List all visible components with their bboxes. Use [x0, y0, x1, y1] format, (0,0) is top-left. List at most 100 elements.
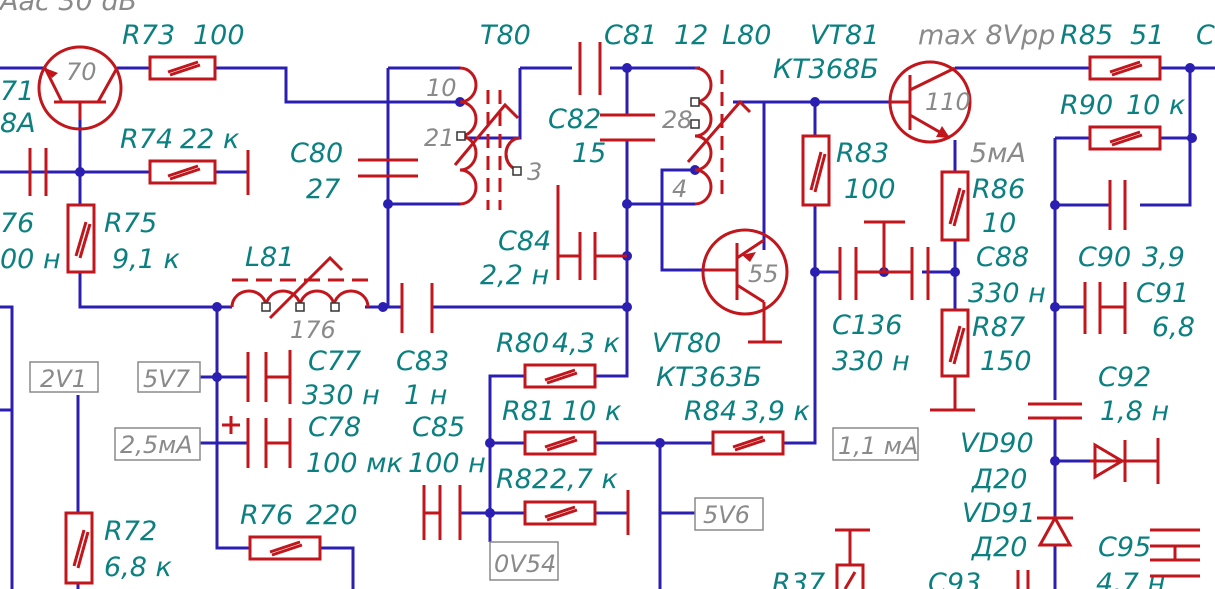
label-r37: R37 — [772, 568, 825, 589]
pin-l80-28: 28 — [662, 106, 693, 134]
resistor-r75 — [66, 203, 96, 274]
label-c81: C81 — [604, 20, 657, 51]
label-r75: R75 — [104, 208, 157, 239]
capacitor-c78 — [222, 416, 292, 468]
testpoint-0v54: 0V54 — [489, 541, 559, 581]
label-r75-value: 9,1 к — [112, 244, 181, 275]
label-c84-value: 2,2 н — [480, 260, 549, 291]
label-r84-value: 3,9 к — [742, 396, 811, 427]
label-c-cut: C — [1196, 20, 1215, 51]
label-r76: R76 — [240, 500, 293, 531]
label-c81-value: 12 — [674, 20, 708, 51]
resistor-r76 — [248, 535, 322, 561]
label-vd91-type: Д20 — [971, 532, 1027, 563]
label-r84: R84 — [684, 396, 737, 427]
capacitor-c83 — [400, 283, 434, 333]
capacitor-c80 — [358, 158, 418, 178]
label-r74: R74 — [120, 124, 173, 155]
testpoint-5v7-label: 5V7 — [143, 365, 191, 393]
label-r76-value: 220 — [306, 500, 358, 531]
label-vt81-type: КТ368Б — [773, 54, 879, 85]
label-r90: R90 — [1060, 90, 1113, 121]
capacitor-c93 — [1016, 570, 1030, 589]
label-vt80: VT80 — [652, 328, 721, 359]
testpoint-5v6: 5V6 — [694, 497, 764, 531]
label-r73: R73 — [122, 20, 175, 51]
inductor-l81 — [230, 255, 370, 320]
pin-t80-10: 10 — [426, 74, 457, 102]
diodes — [1037, 438, 1160, 547]
resistor-r72 — [64, 511, 94, 585]
label-r85: R85 — [1060, 20, 1113, 51]
label-r73-value: 100 — [193, 20, 245, 51]
transformer-t80 — [453, 66, 522, 210]
testpoint-2v1: 2V1 — [29, 361, 99, 393]
label-r87: R87 — [972, 312, 1025, 343]
label-vd90-type: Д20 — [971, 464, 1027, 495]
resistor-r84 — [711, 430, 785, 456]
label-c76-cut: 76 — [0, 208, 34, 239]
resistor-r80 — [523, 363, 597, 389]
label-r82: R82 — [496, 464, 549, 495]
inductor-l80 — [686, 66, 752, 206]
label-c93: C93 — [928, 568, 981, 589]
label-c80-value: 27 — [306, 174, 340, 205]
pin-l80-4: 4 — [672, 175, 687, 203]
label-c92: C92 — [1098, 362, 1151, 393]
label-c85-value: 100 н — [408, 448, 486, 479]
pin-t80-3: 3 — [527, 158, 542, 186]
testpoint-5v7: 5V7 — [137, 361, 201, 393]
resistor-r74 — [148, 150, 250, 195]
capacitor-c136 — [838, 220, 930, 300]
label-c77-value: 330 н — [302, 380, 380, 411]
label-8a-cut: 8А — [0, 108, 36, 139]
test-points: 2V1 5V7 2,5мА 1,1 мА 5V6 0V54 — [29, 361, 919, 581]
capacitor-c95 — [1150, 528, 1200, 578]
label-c91: C91 — [1136, 278, 1189, 309]
label-c136-value: 330 н — [832, 346, 910, 377]
capacitor-c85 — [422, 485, 462, 540]
label-r86-value: 10 — [982, 208, 1016, 239]
testpoint-2v1-label: 2V1 — [40, 365, 87, 393]
label-top-cut: Ааc 30 dB — [0, 0, 137, 17]
resistor-r73 — [148, 55, 217, 81]
label-c136: C136 — [832, 310, 902, 341]
label-vd91: VD91 — [962, 498, 1036, 529]
label-l80: L80 — [722, 20, 771, 51]
label-r81-value: 10 к — [562, 396, 622, 427]
resistor-r82 — [523, 490, 630, 535]
capacitor-c84 — [556, 185, 627, 280]
capacitor-c92 — [1028, 402, 1082, 420]
wires — [0, 66, 1215, 589]
pin-vt81-110: 110 — [925, 88, 971, 116]
label-r74-value: 22 к — [180, 124, 240, 155]
label-t80: T80 — [480, 20, 531, 51]
label-l81: L81 — [245, 242, 294, 273]
label-c95-value: 4,7 н — [1096, 568, 1165, 589]
capacitor-c76 — [28, 148, 48, 196]
label-c77: C77 — [308, 346, 361, 377]
label-max-vpp: max 8Vpp — [918, 20, 1055, 51]
resistors — [64, 55, 1162, 589]
resistor-r86 — [940, 170, 970, 242]
testpoint-25ma: 2,5мА — [114, 427, 201, 461]
transistor-vt70 — [37, 45, 123, 131]
capacitor-c81 — [578, 42, 602, 95]
label-c88-value: 330 н — [968, 278, 1046, 309]
capacitor-c82 — [600, 113, 655, 142]
testpoint-25ma-label: 2,5мА — [120, 431, 193, 459]
transistor-vt80 — [701, 228, 789, 344]
resistor-r37 — [835, 528, 870, 589]
pin-l81-176: 176 — [290, 316, 336, 344]
label-r87-value: 150 — [980, 346, 1032, 377]
label-c90-value: 3,9 — [1142, 242, 1185, 273]
capacitor-c77 — [246, 350, 292, 404]
testpoint-11ma-label: 1,1 мА — [838, 432, 918, 460]
capacitor-c90 — [1108, 180, 1127, 230]
label-c83: C83 — [396, 346, 449, 377]
label-c82-value: 15 — [572, 138, 606, 169]
capacitors — [28, 42, 1200, 589]
pin-t80-21: 21 — [424, 124, 455, 152]
